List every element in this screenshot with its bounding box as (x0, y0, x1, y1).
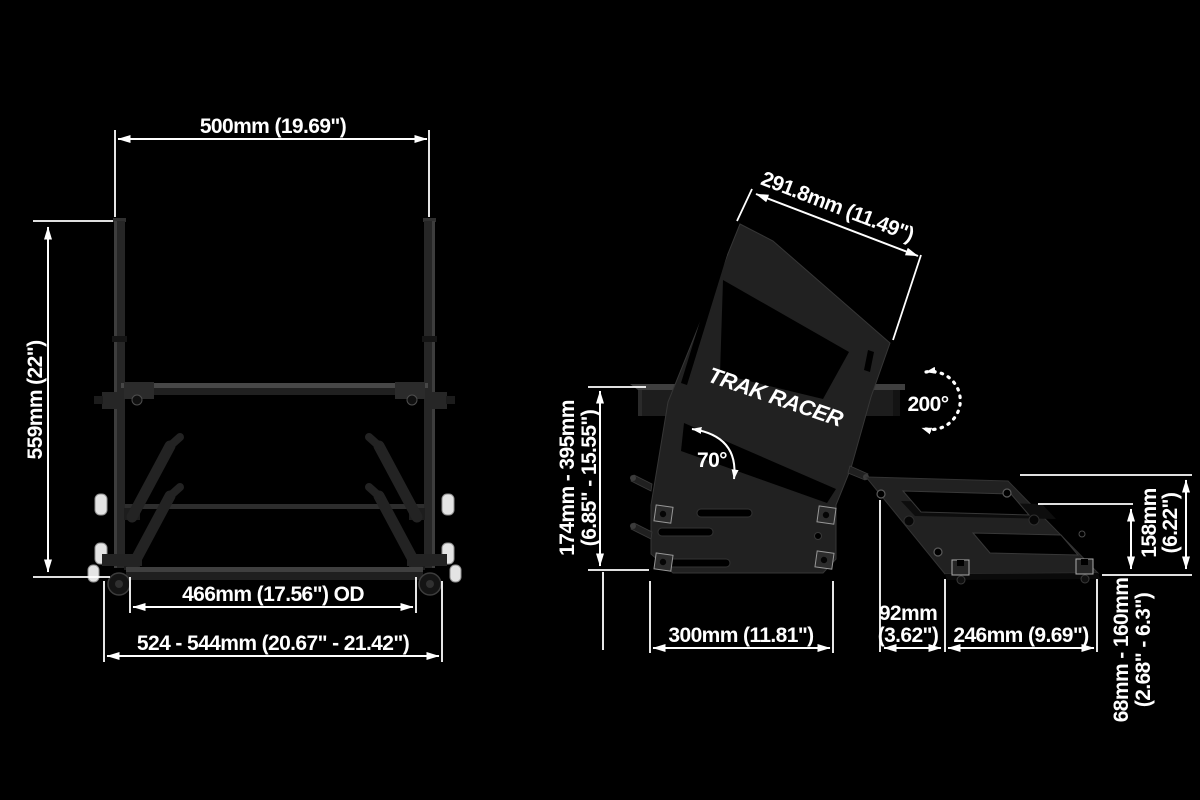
dim-side-height-range-label-1: 174mm - 395mm (556, 400, 579, 556)
plate-hole (876, 489, 886, 499)
dim-side-base-depth: 300mm (11.81") (649, 581, 834, 653)
right-hooks (365, 433, 425, 573)
dim-base-offset: 92mm (3.62") (878, 500, 946, 652)
side-view: TRAK RACER 70° 200° 291.8mm (11.49") 174… (556, 167, 962, 653)
lower-rod (125, 504, 424, 509)
left-hooks (124, 433, 184, 573)
nut-tab (814, 550, 835, 570)
dim-side-height-range: 174mm - 395mm (6.85" - 15.55") (556, 386, 649, 650)
nut-tab (653, 552, 674, 572)
dim-base-offset-label-2: (3.62") (878, 624, 939, 647)
dim-base-height-range: 68mm - 160mm (2.68" - 6.3") (1110, 508, 1155, 723)
dim-side-base-depth-label: 300mm (11.81") (668, 624, 813, 647)
swivel-angle-label: 200° (907, 393, 948, 416)
dim-front-outer-width: 524 - 544mm (20.67" - 21.42") (103, 581, 443, 662)
dim-front-height: 559mm (22") (24, 220, 113, 578)
dim-front-height-label: 559mm (22") (24, 341, 47, 460)
dim-base-depth-label-2: (6.22") (1159, 493, 1182, 554)
plate-hole (1002, 488, 1012, 498)
base-plate-view: 158mm (6.22") 68mm - 160mm (2.68" - 6.3"… (864, 474, 1192, 723)
crossbar-bolt (131, 394, 143, 406)
front-view: 500mm (19.69") 559mm (22") 466mm (17.56"… (24, 115, 462, 662)
dim-base-depth-label-1: 158mm (1138, 488, 1161, 557)
dim-base-depth: 158mm (6.22") (1020, 474, 1192, 576)
dim-side-height-range-label-2: (6.85" - 15.55") (578, 410, 601, 546)
dim-side-plate-length-label: 291.8mm (11.49") (758, 167, 917, 246)
plate-screw (903, 515, 915, 527)
angled-bracket-plate: TRAK RACER (630, 223, 891, 574)
plate-slot (901, 490, 1031, 516)
tilt-angle-label: 70° (697, 449, 727, 472)
front-structure (87, 218, 462, 596)
dim-front-outer-width-label: 524 - 544mm (20.67" - 21.42") (137, 632, 409, 655)
plate-slot (971, 532, 1080, 556)
upper-crossbar (94, 382, 455, 409)
tilt-angle-annotation: 70° (691, 426, 739, 480)
base-feet (102, 554, 447, 596)
mounting-clip (1075, 558, 1094, 584)
dim-front-inner-width: 466mm (17.56") OD (129, 577, 417, 613)
dim-base-width: 246mm (9.69") (947, 579, 1098, 652)
dim-base-height-range-label-1: 68mm - 160mm (1110, 578, 1133, 723)
swivel-angle-annotation: 200° (907, 366, 962, 435)
dim-base-height-range-label-2: (2.68" - 6.3") (1132, 593, 1155, 707)
dim-base-width-label: 246mm (9.69") (953, 624, 1088, 647)
dim-front-top-width-label: 500mm (19.69") (200, 115, 346, 138)
crossbar-bolt (406, 394, 418, 406)
base-plate (864, 476, 1100, 585)
mounting-clip (951, 559, 970, 585)
plate-hole (933, 547, 943, 557)
nut-tab (653, 504, 674, 524)
plate-screw (1028, 514, 1040, 526)
dim-base-offset-label-1: 92mm (879, 602, 937, 625)
nut-tab (816, 505, 837, 525)
dim-front-top-width: 500mm (19.69") (114, 115, 430, 217)
dim-front-inner-width-label: 466mm (17.56") OD (182, 583, 364, 606)
plate-hole (1078, 530, 1086, 538)
